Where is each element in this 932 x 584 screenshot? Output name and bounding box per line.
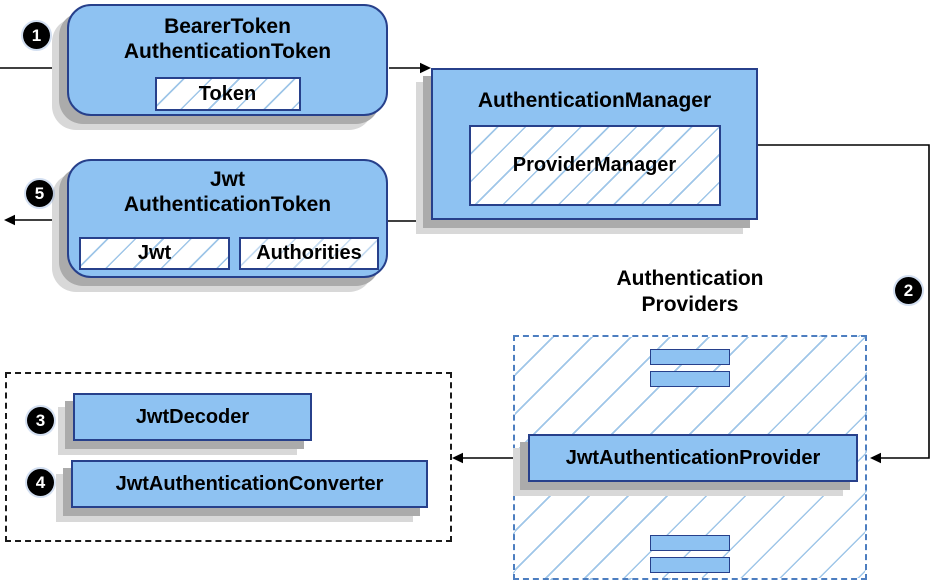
authorities-inner-box: Authorities (239, 237, 379, 270)
bearer-to-manager-arrowhead-icon (420, 62, 431, 74)
jwt-authentication-converter-label-wrap: JwtAuthenticationConverter (73, 462, 426, 506)
manager-to-provider-line (758, 144, 930, 459)
jwt-authentication-provider-label: JwtAuthenticationProvider (565, 446, 821, 469)
step-badge-5: 5 (26, 180, 53, 207)
bearer-token-title-line1: BearerToken (164, 15, 291, 38)
jwt-decoder-label-wrap: JwtDecoder (75, 395, 310, 439)
step-badge-5-number: 5 (34, 184, 45, 203)
jwt-authentication-token-node: Jwt AuthenticationToken Jwt Authorities (67, 159, 388, 278)
authentication-providers-label-line2: Providers (641, 293, 739, 316)
jwt-decoder-label: JwtDecoder (135, 405, 250, 428)
token-inner-box: Token (154, 77, 301, 111)
jwt-token-title-line2: AuthenticationToken (123, 193, 332, 216)
jwt-decoder-node: JwtDecoder (73, 393, 312, 441)
manager-to-provider-arrowhead-icon (870, 452, 881, 464)
provider-slot-bottom-2 (650, 557, 730, 573)
bearer-token-authentication-token-node: BearerToken AuthenticationToken Token (67, 4, 388, 116)
provider-slot-top-1 (650, 349, 730, 365)
authentication-manager-title-text: AuthenticationManager (477, 89, 712, 112)
provider-slot-top-2 (650, 371, 730, 387)
bearer-token-title-line2: AuthenticationToken (123, 40, 332, 63)
bearer-token-node-title: BearerToken AuthenticationToken (69, 6, 386, 64)
step-badge-1-number: 1 (31, 26, 42, 45)
step-badge-4: 4 (27, 469, 54, 496)
jwt-inner-box: Jwt (79, 237, 230, 270)
provider-manager-label: ProviderManager (512, 154, 677, 176)
step-badge-2: 2 (895, 277, 922, 304)
jwt-token-out-arrowhead-icon (4, 214, 15, 226)
step-badge-3-number: 3 (35, 411, 46, 430)
authentication-manager-title: AuthenticationManager (433, 70, 756, 113)
provider-slot-bottom-1 (650, 535, 730, 551)
token-label: Token (198, 82, 257, 105)
authentication-providers-label-line1: Authentication (616, 267, 764, 290)
jwt-authentication-converter-node: JwtAuthenticationConverter (71, 460, 428, 508)
jwt-authentication-provider-node: JwtAuthenticationProvider (528, 434, 858, 482)
step-badge-3: 3 (27, 407, 54, 434)
provider-manager-inner-box: ProviderManager (468, 125, 721, 206)
jwt-authentication-converter-label: JwtAuthenticationConverter (115, 472, 384, 495)
step-badge-4-number: 4 (35, 473, 46, 492)
jwt-authentication-provider-label-wrap: JwtAuthenticationProvider (530, 436, 856, 480)
provider-to-converters-arrowhead-icon (452, 452, 463, 464)
step-badge-2-number: 2 (903, 281, 914, 300)
jwt-token-title-line1: Jwt (209, 168, 245, 191)
authorities-inner-label: Authorities (256, 242, 362, 264)
authentication-manager-node: AuthenticationManager ProviderManager (431, 68, 758, 220)
authentication-providers-label: Authentication Providers (513, 266, 867, 318)
jwt-token-node-title: Jwt AuthenticationToken (69, 161, 386, 217)
jwt-inner-label: Jwt (137, 242, 172, 264)
step-badge-1: 1 (23, 22, 50, 49)
